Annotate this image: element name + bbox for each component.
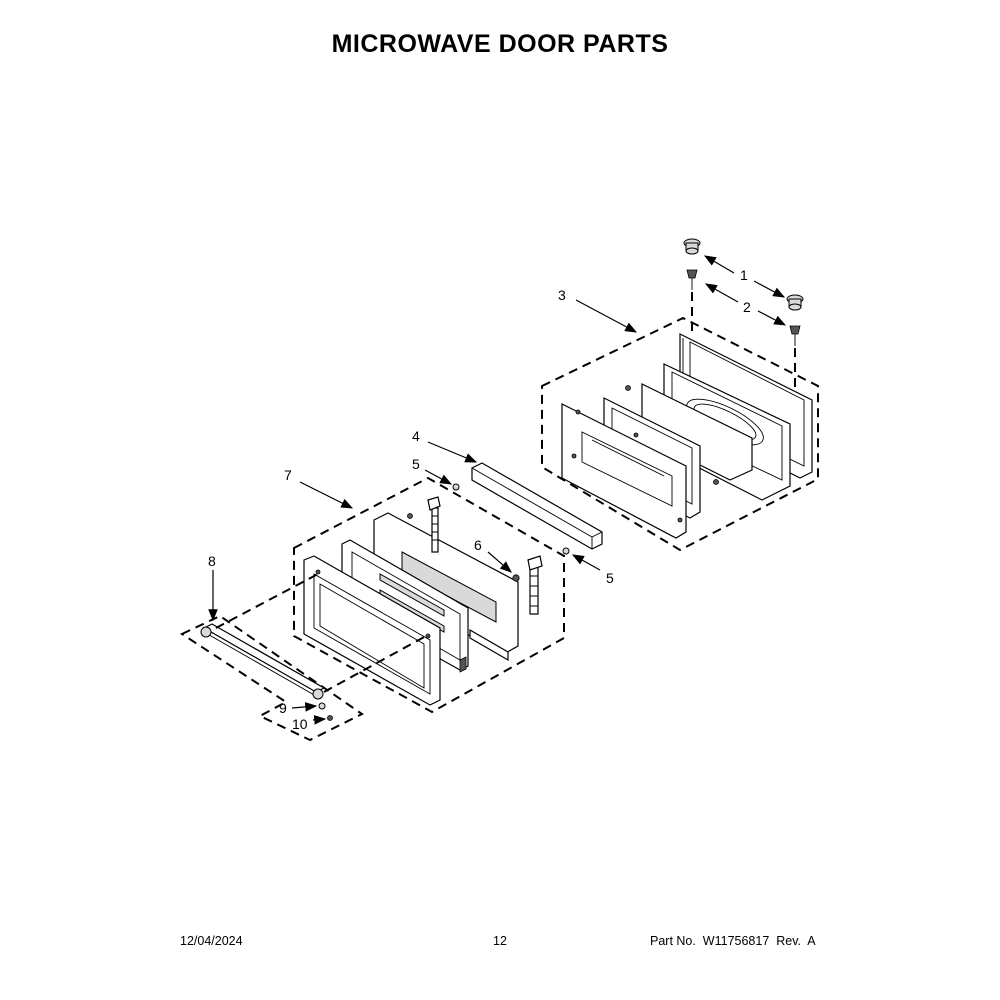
outer-door-assembly-group [293,476,565,714]
screw-part [452,483,570,555]
trim-strip-part [469,628,509,662]
footer-part-number: Part No. W11756817 Rev. A [650,934,816,948]
callout-2: 2 [743,299,751,315]
callout-9: 9 [279,700,287,716]
outer-door-panel-part [303,555,441,706]
inner-door-assembly-group [541,316,819,552]
page-title: MICROWAVE DOOR PARTS [331,30,669,58]
hinge-screw-part [686,269,801,346]
bumper-part [512,574,520,582]
handle-screw-part [327,715,333,721]
hinge-pin-part [683,238,804,311]
handle-group [179,614,364,742]
control-panel-part [373,512,519,655]
bracket-strip-part [427,496,441,553]
callout-7: 7 [284,467,292,483]
clip-part [459,656,467,673]
callout-arrows [208,255,787,725]
handle-spacer-part [318,702,326,710]
door-handle-part [200,623,326,700]
callout-4: 4 [412,428,420,444]
callout-3: 3 [558,287,566,303]
callout-1: 1 [740,267,748,283]
callout-5a: 5 [412,456,420,472]
footer-date: 12/04/2024 [180,934,243,948]
door-trim-bar-part [471,462,603,550]
callout-8: 8 [208,553,216,569]
callout-10: 10 [292,716,308,732]
side-bracket-part [527,555,543,615]
footer-page-number: 12 [493,934,507,948]
callout-5b: 5 [606,570,614,586]
inner-panel-part [561,403,687,539]
callout-6: 6 [474,537,482,553]
